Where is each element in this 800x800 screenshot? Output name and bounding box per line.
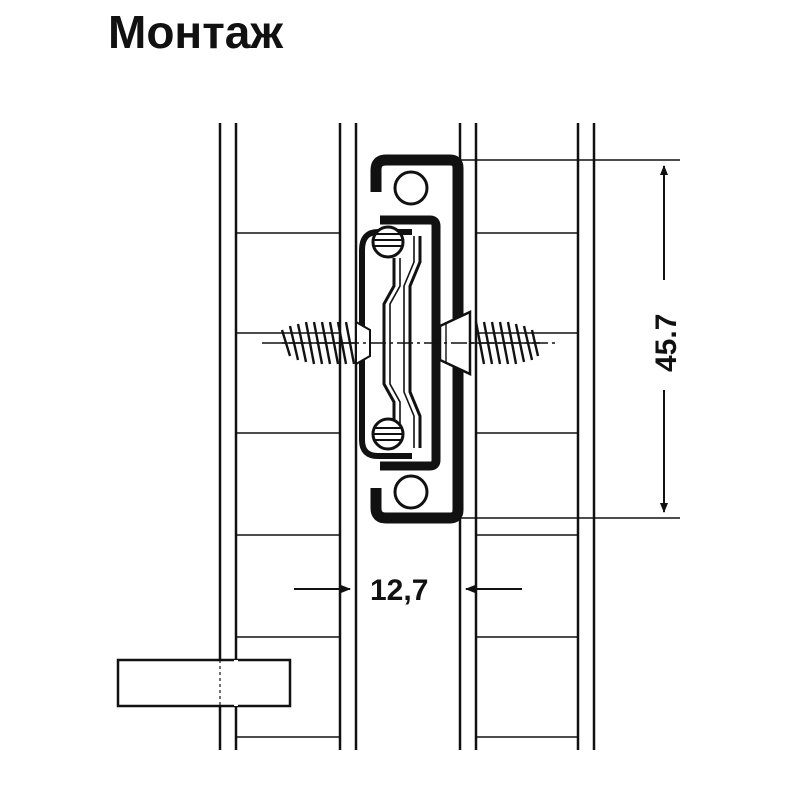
drawer-panel — [116, 658, 292, 708]
height-dimension: 45.7 — [460, 159, 683, 519]
retaining-screw-top — [371, 225, 405, 259]
left-cabinet-wall — [218, 123, 358, 750]
height-dimension-label: 45.7 — [650, 314, 683, 372]
diagram-title: Монтаж — [108, 6, 283, 58]
gap-dimension: 12,7 — [294, 574, 522, 607]
right-wall-panel-grid — [476, 232, 578, 738]
ball-bearing-bottom — [393, 474, 429, 510]
gap-dimension-label: 12,7 — [370, 574, 428, 607]
ball-bearing-top — [393, 170, 429, 206]
right-cabinet-wall — [458, 123, 596, 750]
left-wall-panel-grid — [236, 232, 340, 738]
retaining-screw-bottom — [371, 417, 405, 451]
